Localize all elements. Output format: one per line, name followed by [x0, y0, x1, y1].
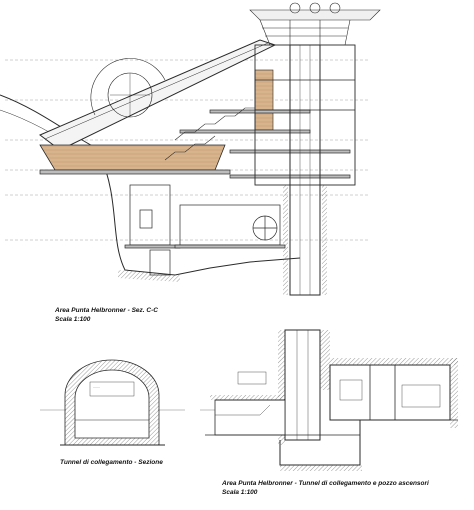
staircase [174, 107, 255, 141]
section-cc-title: Area Punta Helbronner - Sez. C-C [55, 307, 158, 314]
tunnel-inner-arch [74, 369, 150, 439]
section-cc-caption: Area Punta Helbronner - Sez. C-C Scala 1… [55, 306, 158, 324]
tunnel-shaft-title: Area Punta Helbronner - Tunnel di colleg… [222, 480, 429, 487]
wood-panel-band [39, 144, 226, 171]
elevator-shaft-lower [284, 329, 321, 441]
sloped-roof [39, 39, 277, 151]
tunnel-passage [214, 399, 286, 436]
section-cc-scale: Scala 1:100 [55, 316, 91, 323]
tunnel-section-caption: Tunnel di collegamento - Sezione [60, 458, 163, 467]
top-station-structure [249, 2, 381, 46]
tunnel-section-title: Tunnel di collegamento - Sezione [60, 459, 163, 466]
machine-rooms [124, 184, 286, 276]
elevator-shaft-upper [283, 44, 327, 296]
tunnel-cross-section: ....... [40, 359, 185, 446]
section-cc-drawing [0, 2, 381, 296]
dome-structure [90, 58, 166, 116]
tunnel-shaft-section [200, 329, 458, 471]
tunnel-shaft-scale: Scala 1:100 [222, 489, 258, 496]
right-chamber [329, 364, 451, 421]
tunnel-shaft-caption: Area Punta Helbronner - Tunnel di colleg… [222, 479, 472, 497]
svg-text:.......: ....... [93, 385, 100, 389]
